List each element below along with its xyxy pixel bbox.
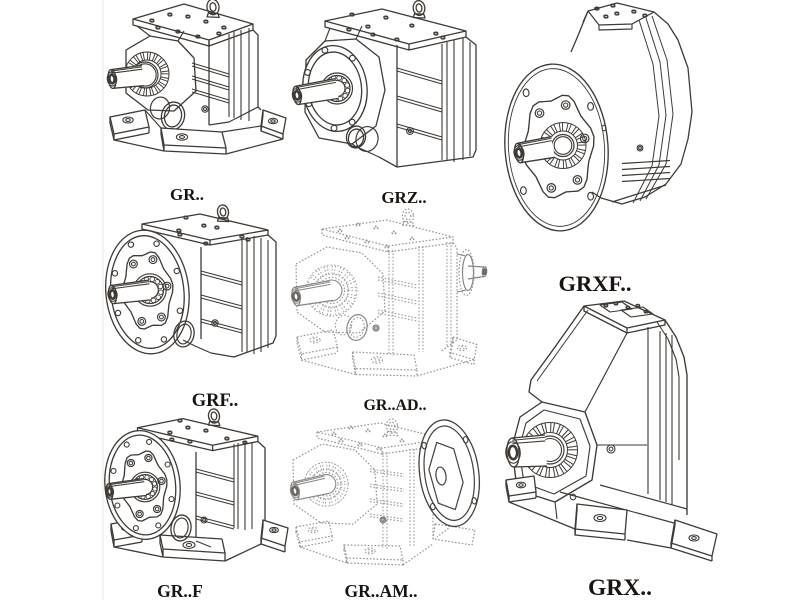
svg-text:GRZ..: GRZ.. bbox=[381, 188, 426, 207]
svg-text:GRF..: GRF.. bbox=[192, 391, 239, 411]
svg-text:GR..F: GR..F bbox=[157, 581, 203, 600]
svg-text:GR..AD..: GR..AD.. bbox=[363, 397, 426, 414]
svg-text:GR..AM..: GR..AM.. bbox=[345, 581, 418, 600]
svg-text:GR..: GR.. bbox=[170, 185, 204, 204]
svg-text:GRXF..: GRXF.. bbox=[559, 271, 632, 296]
svg-text:GRX..: GRX.. bbox=[588, 575, 652, 600]
